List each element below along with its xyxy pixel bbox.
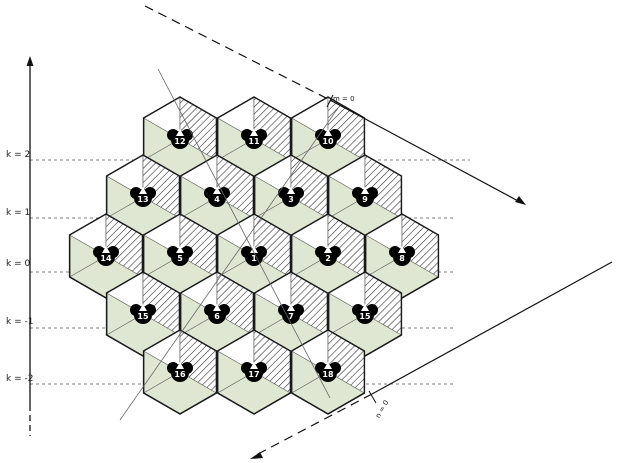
cell-number-label: 10 (322, 137, 334, 146)
hex-cell-18: 18 (290, 329, 366, 415)
cell-marker-icon (130, 187, 156, 207)
k-axis (26, 56, 34, 436)
cell-number-label: 16 (174, 370, 186, 379)
cell-number-label: 17 (248, 370, 259, 379)
cell-marker-icon (315, 246, 341, 266)
m-axis-arrowhead (515, 196, 526, 205)
hex-cell-15: 15 (327, 271, 403, 357)
cell-marker-icon (167, 129, 193, 149)
cell-number-label: 15 (137, 312, 149, 321)
hex-cell-14: 14 (68, 213, 144, 299)
diagonal-line-lower-left (119, 107, 339, 421)
k-label-1: k = 1 (6, 208, 30, 218)
hex-cell-1: 1 (216, 213, 292, 299)
cell-number-label: 2 (325, 254, 331, 263)
n-axis-tick (368, 390, 377, 404)
cell-marker-icon (278, 187, 304, 207)
cell-number-label: 12 (174, 137, 185, 146)
cell-number-label: 3 (288, 195, 294, 204)
hex-cell-5: 5 (142, 213, 218, 299)
cell-marker-icon (352, 187, 378, 207)
hex-cell-6: 6 (179, 271, 255, 357)
cell-number-label: 9 (362, 195, 368, 204)
cell-number-label: 7 (288, 312, 294, 321)
hex-cell-13: 13 (105, 154, 181, 240)
cell-marker-icon (315, 129, 341, 149)
m-axis-label: m = 0 (333, 95, 355, 103)
cell-marker-icon (167, 246, 193, 266)
cell-marker-icon (204, 304, 230, 324)
k-axis-arrowhead (26, 56, 34, 66)
cell-number-label: 4 (214, 195, 220, 204)
hex-cell-9: 9 (327, 154, 403, 240)
cell-marker-icon (352, 304, 378, 324)
cell-number-label: 6 (214, 312, 220, 321)
cell-number-label: 15 (359, 312, 371, 321)
cell-number-label: 13 (137, 195, 148, 204)
cell-number-label: 8 (399, 254, 405, 263)
n-axis-label: n = 0 (374, 399, 391, 420)
k-label-0: k = 0 (6, 259, 30, 269)
k-axis-labels: k = 2 k = 1 k = 0 k = -1 k = -2 (6, 150, 33, 384)
hex-cell-11: 11 (216, 96, 292, 182)
hex-cell-10: 10 (290, 96, 366, 182)
diagonal-guide-lines (119, 68, 339, 421)
cell-marker-icon (130, 304, 156, 324)
k-label-m1: k = -1 (6, 317, 33, 327)
m-axis-tick (326, 94, 334, 108)
cell-number-label: 1 (251, 254, 257, 263)
cell-marker-icon (241, 362, 267, 382)
cell-marker-icon (167, 362, 193, 382)
hex-cell-2: 2 (290, 213, 366, 299)
k-label-m2: k = -2 (6, 374, 33, 384)
k-label-2: k = 2 (6, 150, 30, 160)
hex-cell-17: 17 (216, 329, 292, 415)
hex-cell-15: 15 (105, 271, 181, 357)
cell-marker-icon (241, 129, 267, 149)
hex-cell-16: 16 (142, 329, 218, 415)
diagonal-line-upper-left (157, 68, 331, 399)
cell-marker-icon (93, 246, 119, 266)
cell-marker-icon (389, 246, 415, 266)
cell-number-label: 5 (177, 254, 183, 263)
cell-marker-icon (278, 304, 304, 324)
n-axis-arrowhead (250, 452, 263, 459)
cell-number-label: 14 (100, 254, 112, 263)
cell-number-label: 11 (248, 137, 260, 146)
m-axis: m = 0 (144, 5, 526, 205)
cell-number-label: 18 (322, 370, 334, 379)
cell-marker-icon (315, 362, 341, 382)
